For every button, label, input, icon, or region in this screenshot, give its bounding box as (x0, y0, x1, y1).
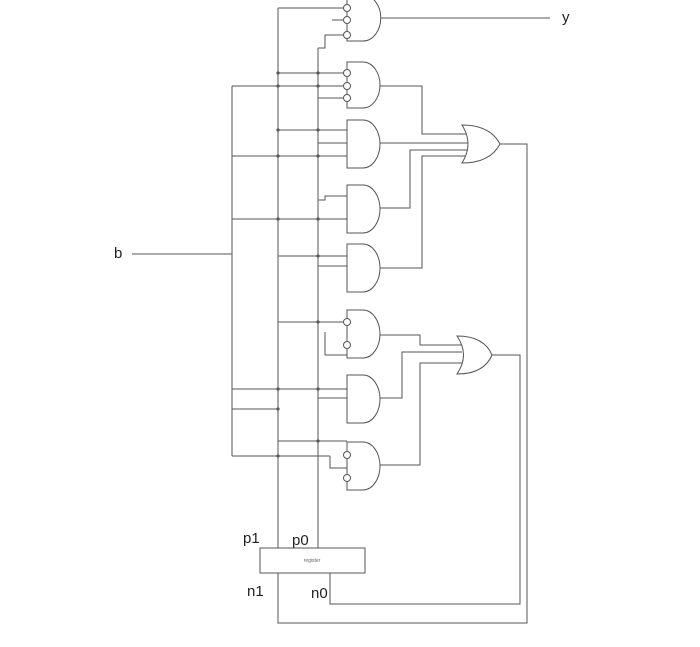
g8-in-b-wire (232, 408, 347, 442)
junction (316, 154, 320, 158)
junction (276, 154, 280, 158)
g4-in-p0-wire (318, 195, 347, 201)
g4-out-wire (380, 149, 468, 209)
inverter-bubble (343, 94, 351, 102)
junction (316, 387, 320, 391)
and-gate-5 (346, 243, 381, 293)
inverter-bubble (343, 16, 351, 24)
n1-label: n1 (247, 583, 264, 600)
g1-in3-wire (318, 34, 347, 49)
junction (276, 84, 280, 88)
inverter-bubbles (343, 4, 351, 482)
junction (276, 128, 280, 132)
g6-out-wire (380, 334, 462, 346)
junction (276, 71, 280, 75)
and-gate-1 (346, 0, 382, 42)
inverter-bubble (343, 451, 351, 459)
junctions (276, 71, 320, 458)
inverter-bubble (343, 69, 351, 77)
register-label: register (304, 558, 321, 564)
junction (316, 128, 320, 132)
p0-label: p0 (292, 532, 309, 549)
and-gate-3 (346, 119, 381, 169)
junction (276, 407, 280, 411)
junction (316, 320, 320, 324)
and-gate-7 (346, 374, 381, 424)
inverter-bubble (343, 318, 351, 326)
inverter-bubble (343, 31, 351, 39)
and-gate-8 (346, 441, 381, 491)
inverter-bubble (343, 341, 351, 349)
junction (316, 439, 320, 443)
and-gate-6 (346, 309, 381, 359)
g8-out-wire (380, 362, 462, 466)
or1-feedback-wire (277, 143, 528, 624)
g6-in-p0-wire (324, 332, 347, 356)
or-gates (456, 124, 501, 375)
junction (316, 71, 320, 75)
junction (276, 454, 280, 458)
junction (276, 217, 280, 221)
g5-out-wire (380, 155, 468, 269)
inverter-bubble (343, 474, 351, 482)
or2-feedback-wire (329, 354, 521, 605)
n0-label: n0 (311, 585, 328, 602)
g7-out-wire (380, 351, 462, 399)
and-gates (346, 0, 382, 491)
register-block (259, 547, 366, 574)
junction (316, 217, 320, 221)
and-gate-2 (346, 61, 381, 109)
junction (316, 254, 320, 258)
or-gate-2 (456, 335, 493, 375)
p1-label: p1 (243, 530, 260, 547)
g8-in-wire (329, 456, 347, 469)
and-gate-4 (346, 184, 381, 234)
junction (316, 84, 320, 88)
inverter-bubble (343, 82, 351, 90)
g2-out-wire (380, 85, 468, 135)
output-y-label: y (562, 9, 570, 26)
junction (276, 387, 280, 391)
input-b-label: b (114, 245, 122, 262)
wires (132, 7, 550, 624)
or-gate-1 (461, 124, 501, 164)
inverter-bubble (343, 4, 351, 12)
